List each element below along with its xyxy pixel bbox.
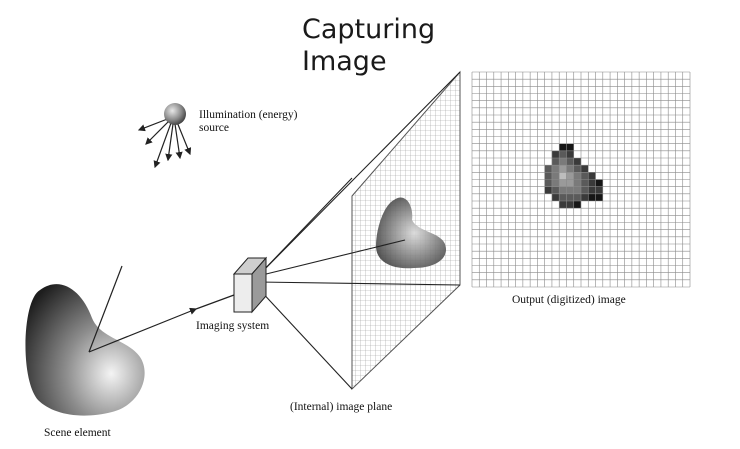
digitized-pixel [551,179,560,187]
light-source-sphere [164,103,186,125]
digitized-pixel [559,201,567,209]
title-line-1: Capturing [302,14,436,45]
illumination-label-line2: source [199,122,229,134]
digitized-pixel [588,186,596,194]
digitized-pixel [566,158,574,166]
digitized-pixel [566,179,574,187]
output-pixel-grid [471,71,691,288]
digitized-pixel [544,172,552,180]
scene-element-shape [25,284,145,416]
digitized-pixel [573,179,581,187]
digitized-pixel [588,179,596,187]
digitized-pixel [573,172,581,180]
imaging-system [232,256,268,314]
illumination-source [137,103,192,169]
digitized-pixel [581,179,589,187]
digitized-pixel [566,201,574,209]
digitized-pixel [551,172,560,180]
digitized-pixel [559,150,567,158]
scene-element-label: Scene element [44,427,112,439]
digitized-pixel [559,172,567,180]
digitized-pixel [551,158,560,166]
digitized-pixel [595,193,603,201]
light-rays [137,117,192,169]
digitized-pixel [566,172,574,180]
digitized-pixel [551,150,560,158]
image-plane-label: (Internal) image plane [290,401,392,413]
digitized-pixel [559,143,567,151]
illumination-label-line1: Illumination (energy) [199,109,298,121]
digitized-pixel [551,165,560,173]
digitized-pixel [551,193,560,201]
projected-image-blob [376,197,447,269]
digitized-pixel [544,179,552,187]
digitized-pixel [595,179,603,187]
digitized-pixel [566,165,574,173]
digitized-pixel [581,172,589,180]
digitized-pixel [581,193,589,201]
light-paths [88,265,235,353]
digitized-pixel [581,165,589,173]
digitized-pixel [588,172,596,180]
slide-title: Capturing Image [302,14,435,78]
digitized-pixel [573,165,581,173]
digitized-pixel [566,143,574,151]
digitized-pixel [573,193,581,201]
digitized-pixel [588,193,596,201]
internal-image-plane [351,70,461,391]
digitized-pixel [566,150,574,158]
digitized-pixel [559,165,567,173]
digitized-pixel [566,186,574,194]
output-digitized-image [471,71,691,288]
digitized-pixel [559,179,567,187]
digitized-pixel [573,186,581,194]
digitized-pixel [559,158,567,166]
imaging-system-label: Imaging system [196,320,269,332]
digitized-pixel [559,186,567,194]
projection-lines [257,71,461,390]
digitized-pixel [573,158,581,166]
digitized-pixel [544,186,552,194]
digitized-pixel [566,193,574,201]
digitized-pixel [544,165,552,173]
digitized-pixel [581,186,589,194]
digitized-pixel [551,186,560,194]
output-image-label: Output (digitized) image [512,294,626,306]
title-line-2: Image [302,46,387,77]
digitized-pixel [595,186,603,194]
digitized-pixel [573,201,581,209]
digitized-pixel [559,193,567,201]
